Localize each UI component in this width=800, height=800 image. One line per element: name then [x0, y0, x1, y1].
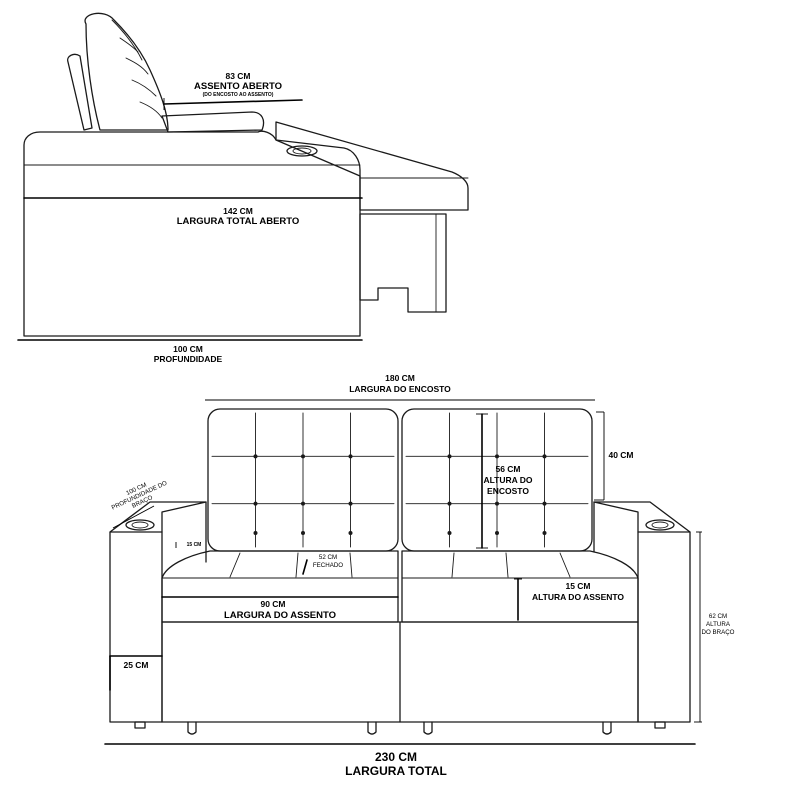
side-backrest [84, 12, 169, 131]
pull-handle-3 [423, 721, 433, 735]
tuft-button [447, 454, 452, 459]
tuft-button [348, 501, 353, 506]
total-open-value: 142 CM [223, 206, 253, 216]
seat-closed-value: 52 CM [319, 554, 337, 561]
front-foot-right [654, 721, 666, 729]
tuft-button [495, 454, 499, 459]
front-foot-left [134, 721, 146, 729]
side-rear-cushion [67, 53, 93, 131]
side-mechanism [359, 213, 447, 313]
front-seat-cushion-left [161, 550, 399, 623]
front-dimension-lines [104, 399, 702, 745]
seat-height-label: ALTURA DO ASSENTO [532, 592, 624, 602]
front-left-arm [109, 501, 207, 723]
tuft-button [495, 531, 499, 535]
tuft-button [253, 501, 258, 506]
front-right-cup-holder [645, 519, 675, 531]
seat-height-value: 15 CM [565, 581, 590, 591]
tuft-button [542, 501, 547, 506]
backrest-width-value: 180 CM [385, 373, 415, 383]
tuft-button [301, 531, 305, 535]
tuft-button [301, 501, 305, 506]
front-left-cup-holder [125, 519, 155, 531]
side-dimension-lines [17, 98, 363, 341]
backrest-width-label: LARGURA DO ENCOSTO [349, 384, 451, 394]
side-cup-holder [286, 145, 318, 157]
backrest-height-label-2: ENCOSTO [487, 486, 529, 496]
tuft-button [348, 454, 353, 459]
arm-height-label-2: DO BRAÇO [701, 629, 734, 636]
tuft-button [542, 454, 547, 459]
total-open-label: LARGURA TOTAL ABERTO [177, 216, 300, 227]
backrest-height-value: 56 CM [495, 464, 520, 474]
depth-value: 100 CM [173, 344, 203, 354]
tuft-button [542, 531, 547, 535]
arm-height-value: 62 CM [709, 613, 727, 620]
base-height-value: 25 CM [123, 660, 148, 670]
total-width-value: 230 CM [375, 750, 417, 764]
front-seat-cushion-right [401, 550, 639, 623]
seat-closed-label: FECHADO [313, 562, 343, 569]
seat-width-label: LARGURA DO ASSENTO [224, 610, 336, 621]
arm-inner-value: 15 CM [187, 542, 202, 548]
tuft-button [447, 531, 452, 535]
tuft-button [348, 531, 353, 535]
backrest-top-value: 40 CM [608, 450, 633, 460]
tuft-button [301, 454, 305, 459]
seat-open-note: (DO ENCOSTO AO ASSENTO) [203, 92, 274, 98]
side-view-drawing [23, 12, 469, 337]
pull-handle-1 [187, 721, 197, 735]
backrest-height-label-1: ALTURA DO [483, 475, 532, 485]
total-width-label: LARGURA TOTAL [345, 764, 447, 778]
tuft-button [447, 501, 452, 506]
pull-handle-4 [602, 721, 612, 735]
side-seat-platform [275, 121, 469, 211]
tuft-button [253, 531, 258, 535]
side-arm-body [23, 130, 361, 337]
pull-handle-2 [367, 721, 377, 735]
arm-height-label-1: ALTURA [706, 621, 731, 628]
seat-width-value: 90 CM [260, 599, 285, 609]
tuft-button [495, 501, 499, 506]
side-arm-cushion [161, 111, 265, 133]
tuft-button [253, 454, 258, 459]
seat-open-label: ASSENTO ABERTO [194, 81, 282, 92]
front-view-drawing [109, 408, 691, 735]
front-right-arm [593, 501, 691, 723]
arm-depth-label-group: 100 CM PROFUNDIDADE DO BRAÇO [110, 480, 168, 512]
seat-open-value: 83 CM [225, 71, 250, 81]
depth-label: PROFUNDIDADE [154, 354, 223, 364]
